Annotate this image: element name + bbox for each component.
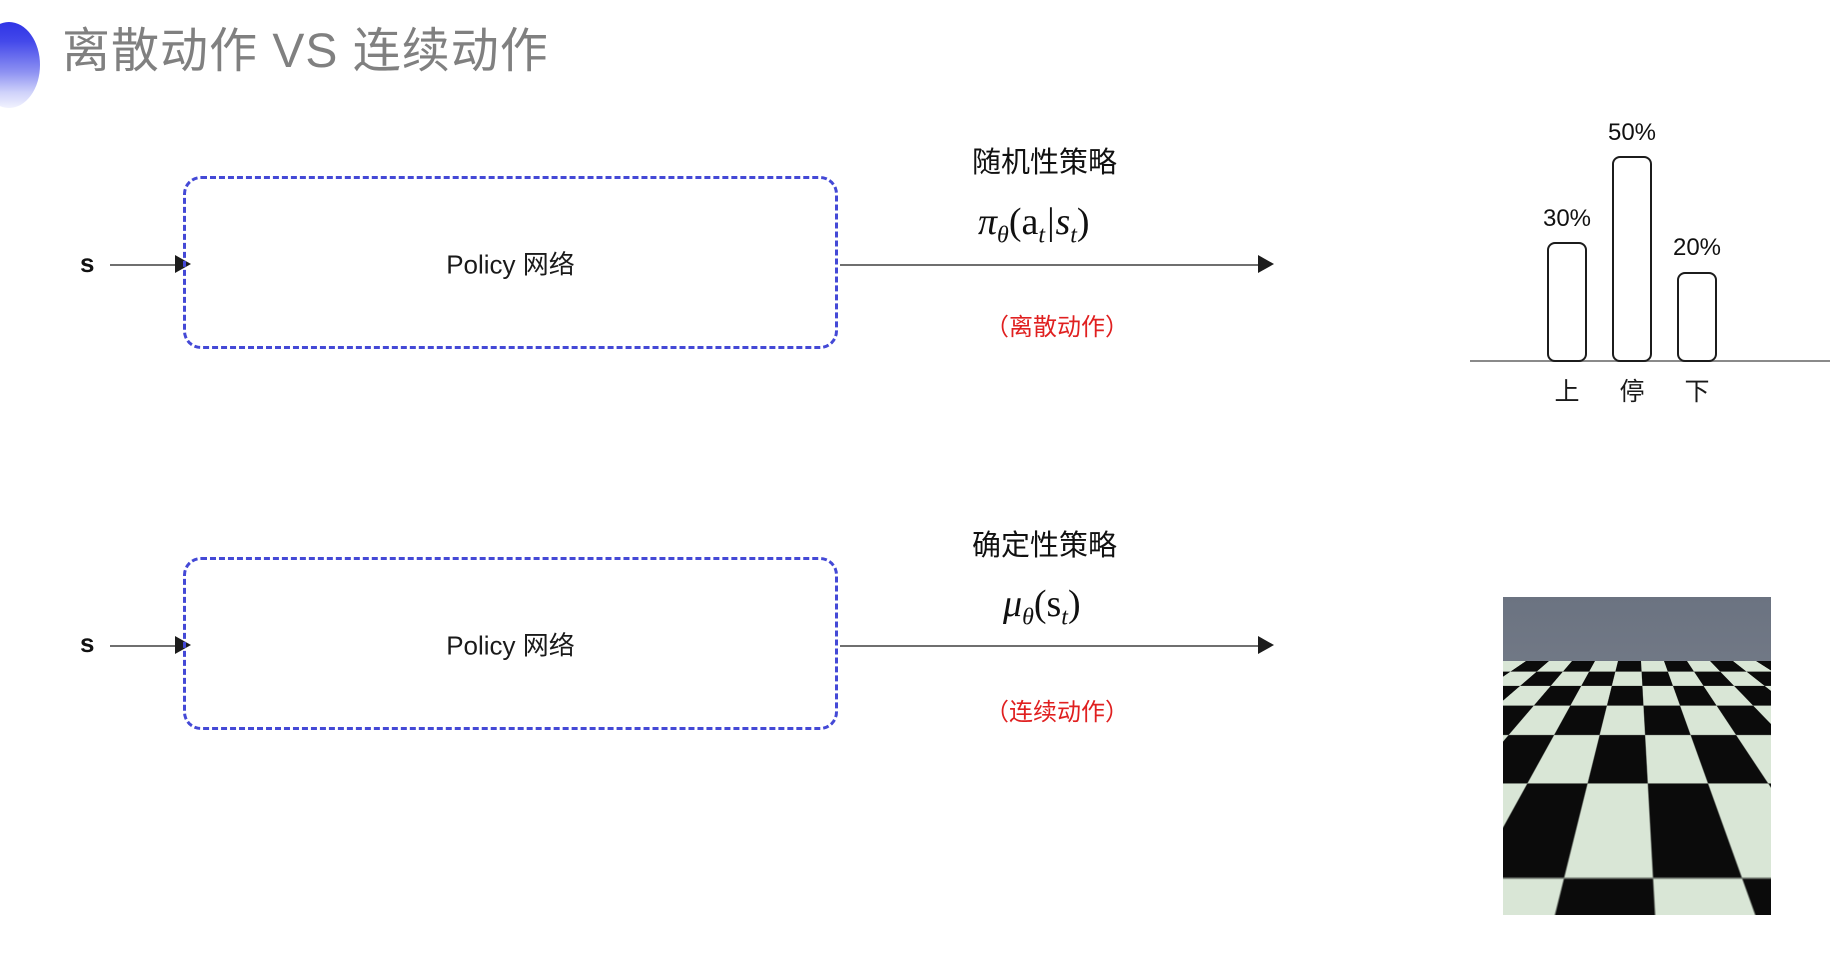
bar-value-label-0: 30% xyxy=(1542,205,1592,232)
bar-category-label-0: 上 xyxy=(1554,378,1580,406)
formula-close-paren-row2: ) xyxy=(1067,583,1081,625)
bar-category-label-2: 下 xyxy=(1684,378,1710,406)
formula-open-paren-a: (a xyxy=(1008,201,1039,243)
formula-open-paren-s: (s xyxy=(1033,583,1062,625)
humanoid-hand-front xyxy=(1651,693,1665,711)
formula-close-paren: ) xyxy=(1076,201,1090,243)
input-arrow-line-row1 xyxy=(110,264,182,266)
policy-network-box-label-row1: Policy 网络 xyxy=(446,249,575,279)
formula-theta-subscript: θ xyxy=(997,222,1009,249)
policy-network-box-row1[interactable]: Policy 网络 xyxy=(183,176,838,349)
formula-s-subscript-row2: t xyxy=(1061,604,1068,631)
action-type-tag-row1: （离散动作） xyxy=(985,314,1129,341)
policy-network-box-row2[interactable]: Policy 网络 xyxy=(183,557,838,730)
bar-value-label-2: 20% xyxy=(1672,234,1722,261)
formula-a-subscript: t xyxy=(1038,222,1045,249)
policy-network-box-label-row2: Policy 网络 xyxy=(446,630,575,660)
formula-pi-symbol: π xyxy=(978,201,998,243)
input-arrow-line-row2 xyxy=(110,645,182,647)
formula-mu-symbol: μ xyxy=(1003,583,1023,625)
policy-formula-row1: πθ(at|st) xyxy=(978,200,1090,250)
bar-rect-2 xyxy=(1677,272,1717,362)
output-arrow-line-row1 xyxy=(840,264,1265,266)
output-arrow-head-row1 xyxy=(1258,255,1274,273)
policy-type-label-row2: 确定性策略 xyxy=(972,530,1118,562)
output-arrow-line-row2 xyxy=(840,645,1265,647)
policy-formula-row2: μθ(st) xyxy=(1003,582,1081,632)
formula-s-subscript: t xyxy=(1070,222,1077,249)
output-arrow-head-row2 xyxy=(1258,636,1274,654)
bar-value-label-1: 50% xyxy=(1607,119,1657,146)
title-bullet-icon xyxy=(0,22,40,108)
bar-rect-0 xyxy=(1547,242,1587,362)
discrete-action-bar-chart: 30% 上 50% 停 20% 下 xyxy=(1470,96,1846,406)
humanoid-simulation-image xyxy=(1503,597,1771,915)
bar-rect-1 xyxy=(1612,156,1652,362)
formula-bar-s: |s xyxy=(1045,201,1071,243)
page-title: 离散动作 VS 连续动作 xyxy=(62,25,549,78)
action-type-tag-row2: （连续动作） xyxy=(985,699,1129,726)
policy-type-label-row1: 随机性策略 xyxy=(972,147,1118,179)
formula-theta-subscript-row2: θ xyxy=(1022,604,1034,631)
input-state-label-row2: s xyxy=(80,628,95,658)
input-state-label-row1: s xyxy=(80,248,95,278)
bar-chart-baseline-axis xyxy=(1470,360,1830,362)
bar-category-label-1: 停 xyxy=(1619,378,1645,406)
